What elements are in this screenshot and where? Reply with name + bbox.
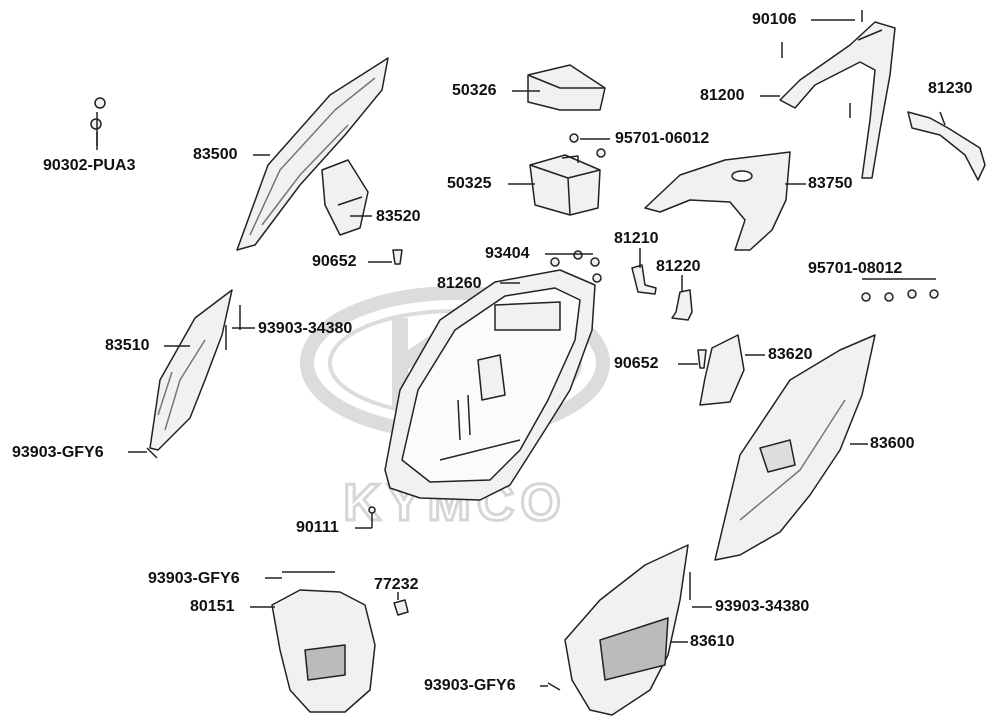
label-81210: 81210 (614, 230, 659, 247)
part-81220 (671, 289, 693, 321)
label-50325: 50325 (447, 175, 492, 192)
label-83500: 83500 (193, 146, 238, 163)
label-81260: 81260 (437, 275, 482, 292)
label-93903-34380-left: 93903-34380 (258, 320, 353, 337)
label-95701-08012: 95701-08012 (808, 260, 903, 277)
label-50326: 50326 (452, 82, 497, 99)
label-81230: 81230 (928, 80, 973, 97)
label-83750: 83750 (808, 175, 853, 192)
label-95701-06012: 95701-06012 (615, 130, 710, 147)
label-90302-pua3: 90302-PUA3 (43, 157, 136, 174)
label-81220: 81220 (656, 258, 701, 275)
part-90111 (368, 506, 376, 528)
part-90302-pua3 (90, 97, 106, 146)
part-81230 (907, 111, 986, 181)
part-93903-gfy6-a (146, 447, 158, 459)
label-81200: 81200 (700, 87, 745, 104)
label-90652-lower: 90652 (614, 355, 659, 372)
part-81260 (384, 269, 596, 501)
part-83600 (714, 334, 876, 561)
label-83600: 83600 (870, 435, 915, 452)
part-83500 (236, 57, 389, 251)
label-80151: 80151 (190, 598, 235, 615)
part-83610 (564, 544, 689, 716)
label-93903-34380-right: 93903-34380 (715, 598, 810, 615)
label-93903-gfy6-left: 93903-GFY6 (12, 444, 104, 461)
part-81210 (631, 264, 657, 295)
part-50325 (529, 154, 601, 216)
part-90652-a (392, 249, 403, 265)
label-90106: 90106 (752, 11, 797, 28)
label-83620: 83620 (768, 346, 813, 363)
leader-lines (96, 19, 946, 687)
part-90106 (781, 10, 863, 118)
label-77232: 77232 (374, 576, 419, 593)
label-90111: 90111 (296, 519, 339, 536)
label-93903-gfy6-mid: 93903-GFY6 (148, 570, 240, 587)
part-93903-gfy6-c (547, 682, 561, 691)
part-50326 (527, 64, 606, 111)
part-93404 (550, 250, 602, 283)
label-93404: 93404 (485, 245, 530, 262)
part-83750 (644, 151, 791, 251)
part-93903-34380-a (225, 305, 241, 350)
part-81200 (779, 21, 896, 179)
label-83510: 83510 (105, 337, 150, 354)
part-77232 (393, 599, 409, 616)
part-83520 (321, 159, 369, 236)
label-83610: 83610 (690, 633, 735, 650)
part-95701-06012 (569, 133, 606, 158)
part-83620 (699, 334, 745, 406)
label-90652-upper: 90652 (312, 253, 357, 270)
part-80151 (271, 589, 376, 713)
label-83520: 83520 (376, 208, 421, 225)
part-83510 (149, 289, 233, 451)
part-90652-b (697, 349, 707, 369)
part-95701-08012 (861, 289, 939, 302)
label-93903-gfy6-bottom: 93903-GFY6 (424, 677, 516, 694)
